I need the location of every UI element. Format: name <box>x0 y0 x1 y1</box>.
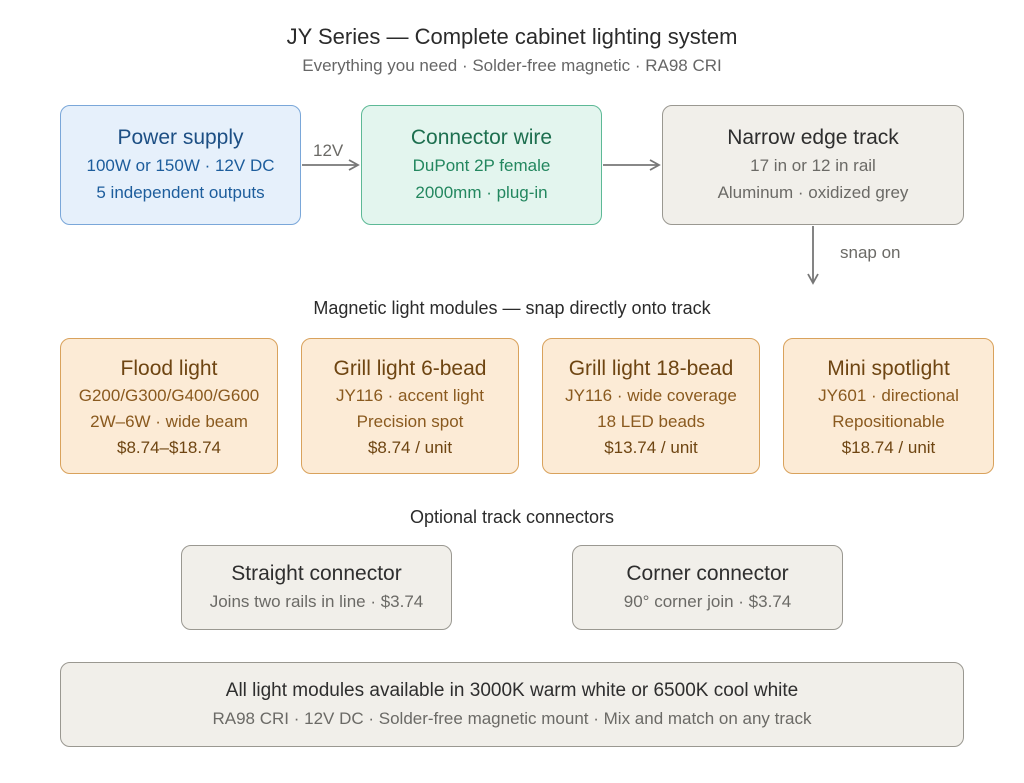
module-price: $8.74–$18.74 <box>117 438 221 457</box>
narrow-edge-track-node: Narrow edge track 17 in or 12 in rail Al… <box>662 105 964 225</box>
straight-connector-title: Straight connector <box>231 562 402 585</box>
module-line1: JY116 · wide coverage <box>565 386 737 405</box>
module-line2: Precision spot <box>356 412 464 431</box>
edge-label-snap-on: snap on <box>840 243 901 262</box>
straight-connector-node: Straight connector Joins two rails in li… <box>181 545 452 630</box>
module-line2: 2W–6W · wide beam <box>90 412 248 431</box>
power-supply-node: Power supply 100W or 150W · 12V DC 5 ind… <box>60 105 301 225</box>
diagram-subtitle: Everything you need · Solder-free magnet… <box>302 56 722 75</box>
module-line1: JY601 · directional <box>818 386 959 405</box>
connector-wire-node: Connector wire DuPont 2P female 2000mm ·… <box>361 105 602 225</box>
module-title: Mini spotlight <box>827 357 950 380</box>
connector-wire-line2: 2000mm · plug-in <box>415 183 548 202</box>
power-supply-line1: 100W or 150W · 12V DC <box>86 156 275 175</box>
track-line2: Aluminum · oxidized grey <box>717 183 909 202</box>
color-temperature-note: All light modules available in 3000K war… <box>60 662 964 747</box>
footer-line1: RA98 CRI · 12V DC · Solder-free magnetic… <box>212 709 812 728</box>
module-line1: JY116 · accent light <box>335 386 485 405</box>
edge-label-12v: 12V <box>313 141 344 160</box>
module-line2: 18 LED beads <box>597 412 705 431</box>
module-grill-light-6-bead: Grill light 6-bead JY116 · accent light … <box>301 338 519 474</box>
module-grill-light-18-bead: Grill light 18-bead JY116 · wide coverag… <box>542 338 760 474</box>
footer-title: All light modules available in 3000K war… <box>225 680 799 701</box>
module-price: $13.74 / unit <box>604 438 698 457</box>
module-title: Grill light 18-bead <box>568 357 734 380</box>
module-price: $8.74 / unit <box>367 438 453 457</box>
corner-connector-node: Corner connector 90° corner join · $3.74 <box>572 545 843 630</box>
module-price: $18.74 / unit <box>841 438 936 457</box>
power-supply-title: Power supply <box>117 126 244 149</box>
module-title: Flood light <box>120 357 218 380</box>
connector-wire-line1: DuPont 2P female <box>412 156 551 175</box>
connectors-heading: Optional track connectors <box>409 507 615 527</box>
straight-connector-line1: Joins two rails in line · $3.74 <box>209 592 424 611</box>
modules-heading: Magnetic light modules — snap directly o… <box>313 298 711 318</box>
track-line1: 17 in or 12 in rail <box>750 156 876 175</box>
module-mini-spotlight: Mini spotlight JY601 · directional Repos… <box>783 338 994 474</box>
power-supply-line2: 5 independent outputs <box>96 183 265 202</box>
track-title: Narrow edge track <box>727 126 899 149</box>
module-flood-light: Flood light G200/G300/G400/G600 2W–6W · … <box>60 338 278 474</box>
corner-connector-title: Corner connector <box>626 562 789 585</box>
diagram-title: JY Series — Complete cabinet lighting sy… <box>286 24 738 49</box>
module-line1: G200/G300/G400/G600 <box>78 386 260 405</box>
corner-connector-line1: 90° corner join · $3.74 <box>623 592 792 611</box>
module-title: Grill light 6-bead <box>333 357 487 380</box>
connector-wire-title: Connector wire <box>410 126 553 149</box>
module-line2: Repositionable <box>832 412 945 431</box>
